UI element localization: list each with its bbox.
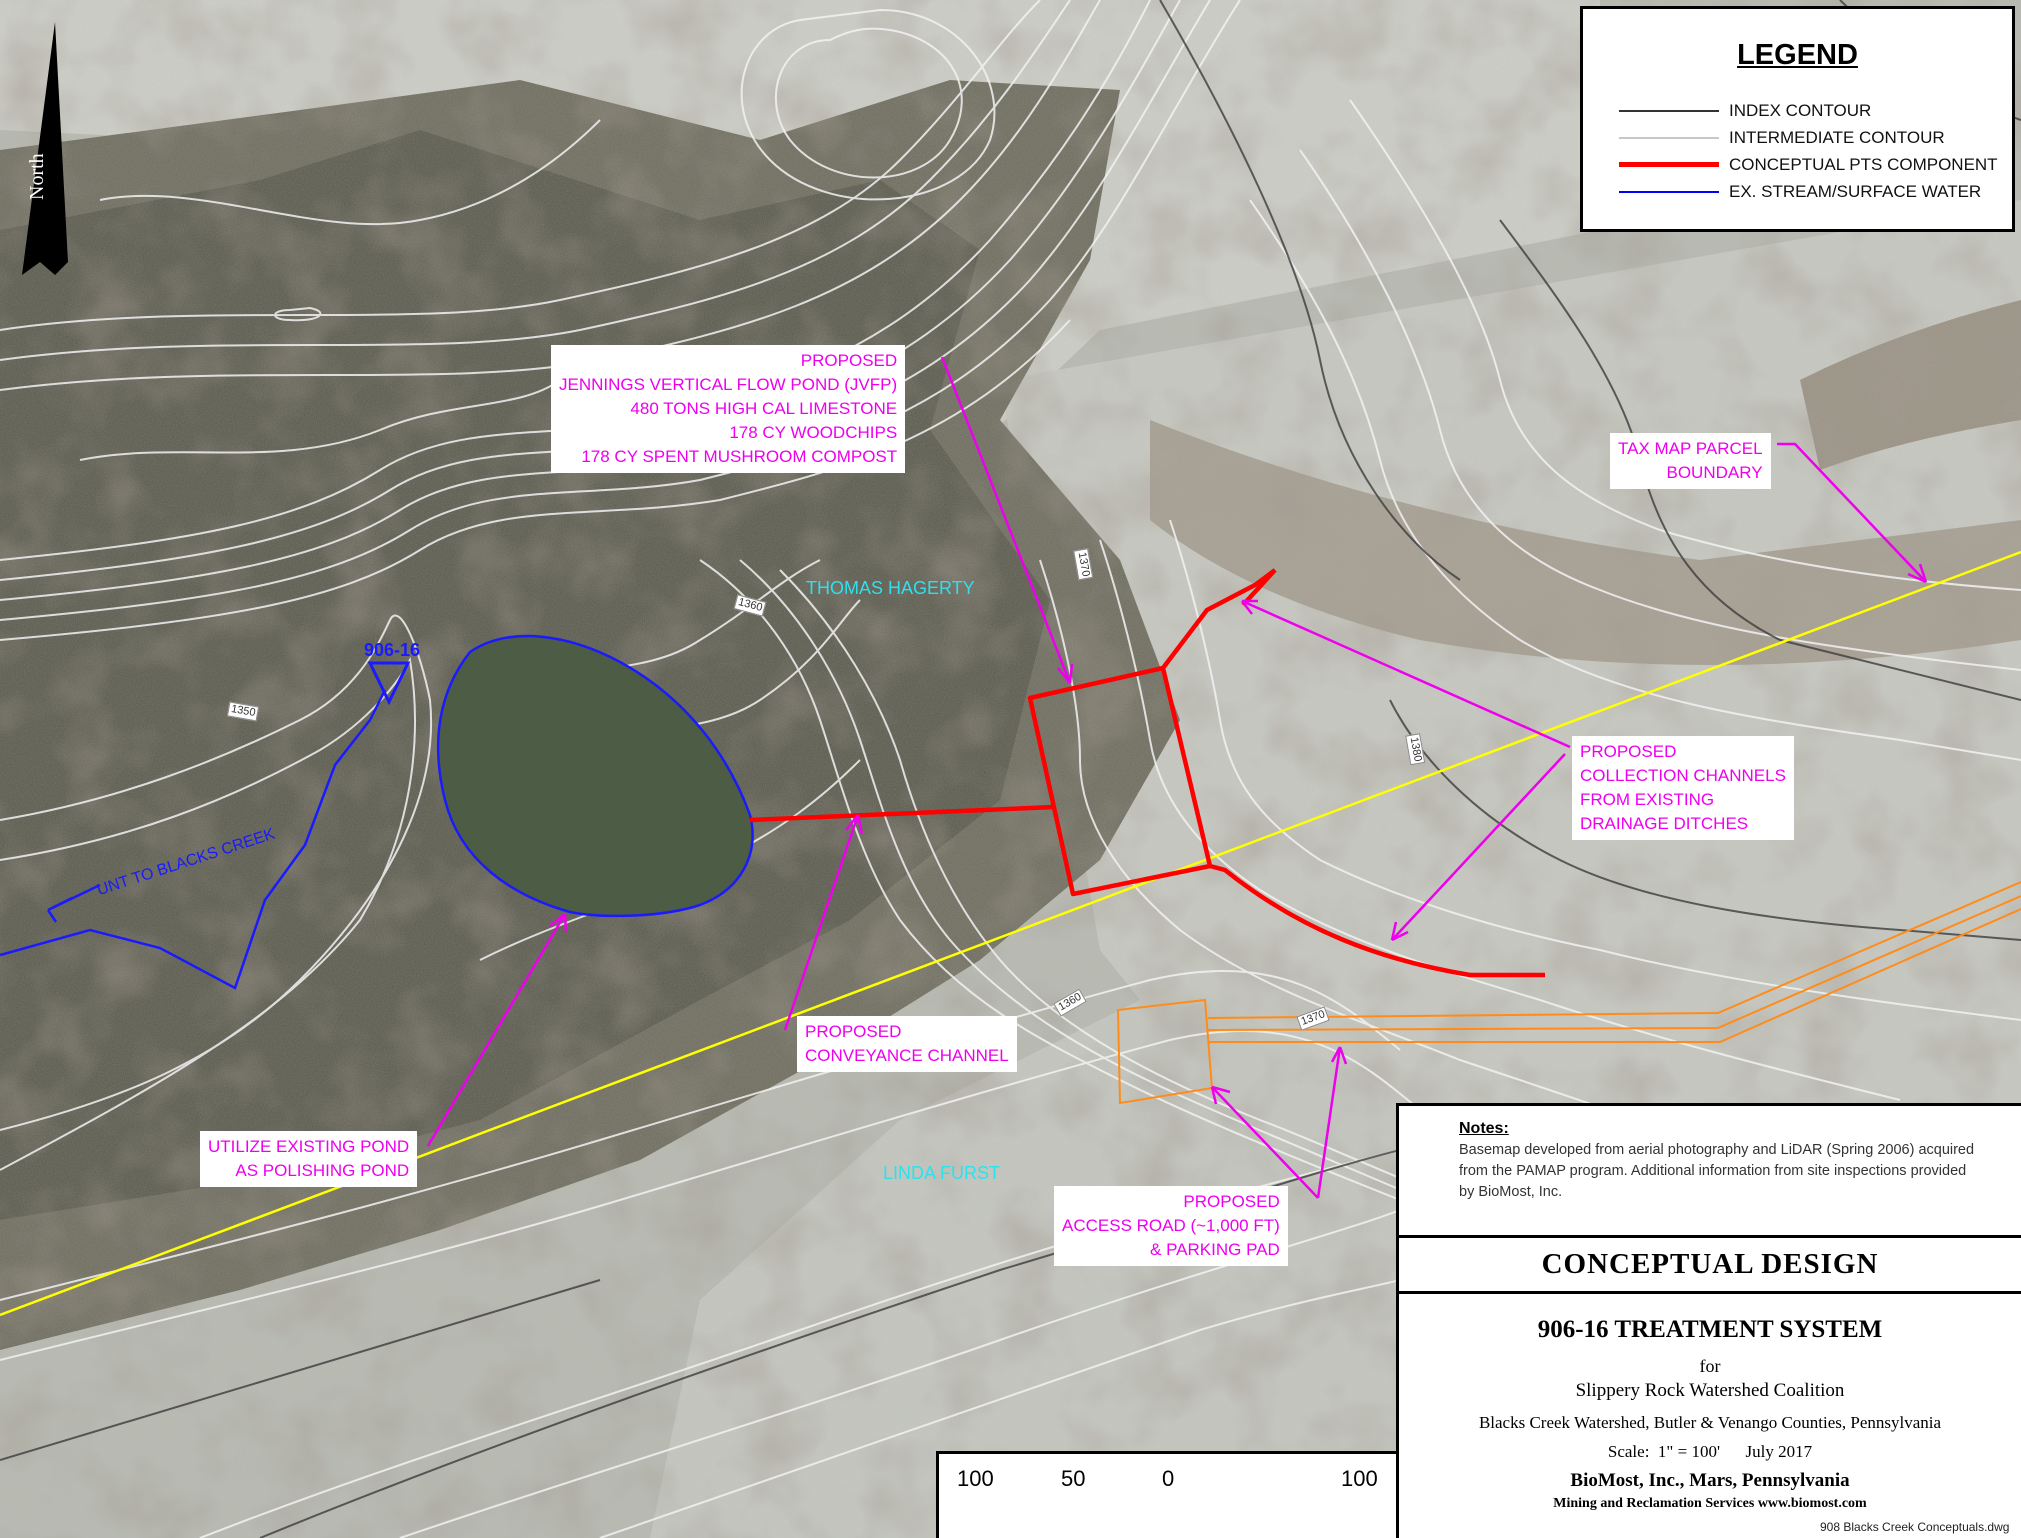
callout-access-road: PROPOSED ACCESS ROAD (~1,000 FT) & PARKI… bbox=[1054, 1186, 1288, 1266]
legend-title: LEGEND bbox=[1737, 39, 1858, 71]
owner-label-north: THOMAS HAGERTY bbox=[806, 578, 975, 598]
location-line: Blacks Creek Watershed, Butler & Venango… bbox=[1478, 1413, 1942, 1432]
scale-tick-label: 50 bbox=[1061, 1466, 1086, 1491]
site-triangle bbox=[367, 661, 411, 706]
existing-pond bbox=[436, 634, 754, 918]
scale-bar: 100 50 0 100 bbox=[936, 1451, 1396, 1538]
scale-tick-label: 100 bbox=[1341, 1466, 1378, 1491]
company-name: BioMost, Inc., Mars, Pennsylvania bbox=[1570, 1470, 1850, 1491]
scale-tick-label: 0 bbox=[1162, 1466, 1175, 1491]
system-title: 906-16 TREATMENT SYSTEM bbox=[1537, 1316, 1883, 1343]
legend-item-stream: EX. STREAM/SURFACE WATER bbox=[1619, 182, 1999, 202]
design-header: CONCEPTUAL DESIGN bbox=[1399, 1238, 2021, 1294]
legend-panel: LEGEND INDEX CONTOUR INTERMEDIATE CONTOU… bbox=[1580, 6, 2015, 232]
client-name: Slippery Rock Watershed Coalition bbox=[1575, 1380, 1845, 1401]
notes-title: Notes: bbox=[1459, 1120, 1509, 1137]
for-label: for bbox=[1699, 1356, 1721, 1376]
callout-collection-channels: PROPOSED COLLECTION CHANNELS FROM EXISTI… bbox=[1572, 736, 1794, 840]
notes-text: Basemap developed from aerial photograph… bbox=[1459, 1142, 1975, 1200]
north-arrow-icon bbox=[22, 22, 68, 275]
legend-swatch bbox=[1619, 162, 1719, 167]
drawing-filename: 908 Blacks Creek Conceptuals.dwg bbox=[1820, 1520, 2010, 1534]
notes-panel: Notes: Basemap developed from aerial pho… bbox=[1399, 1106, 2021, 1238]
legend-swatch bbox=[1619, 191, 1719, 193]
callout-polishing-pond: UTILIZE EXISTING POND AS POLISHING POND bbox=[200, 1131, 418, 1187]
site-id-label: 906-16 bbox=[364, 640, 421, 660]
title-block: Notes: Basemap developed from aerial pho… bbox=[1396, 1103, 2021, 1538]
callout-jvfp: PROPOSED JENNINGS VERTICAL FLOW POND (JV… bbox=[551, 345, 906, 473]
callout-conveyance-channel: PROPOSED CONVEYANCE CHANNEL bbox=[797, 1016, 1017, 1072]
design-title: CONCEPTUAL DESIGN bbox=[1541, 1248, 1879, 1280]
stream-arrow bbox=[46, 883, 101, 923]
scale-date-line: Scale: 1" = 100' July 2017 bbox=[1607, 1442, 1813, 1461]
legend-swatch bbox=[1619, 110, 1719, 112]
legend-swatch bbox=[1619, 137, 1719, 139]
callout-parcel-boundary: TAX MAP PARCEL BOUNDARY bbox=[1610, 433, 1771, 489]
company-services: Mining and Reclamation Services www.biom… bbox=[1553, 1496, 1867, 1511]
north-label: North bbox=[26, 153, 48, 200]
stream-line bbox=[0, 689, 387, 990]
owner-label-south: LINDA FURST bbox=[883, 1163, 1001, 1183]
legend-item-index-contour: INDEX CONTOUR bbox=[1619, 101, 1999, 121]
legend-item-intermediate-contour: INTERMEDIATE CONTOUR bbox=[1619, 128, 1999, 148]
legend-item-pts-component: CONCEPTUAL PTS COMPONENT bbox=[1619, 155, 1999, 175]
parcel-boundary bbox=[0, 550, 2021, 1317]
scale-tick-label: 100 bbox=[957, 1466, 994, 1491]
pts-components bbox=[749, 568, 1545, 978]
leader-lines bbox=[426, 356, 1928, 1199]
